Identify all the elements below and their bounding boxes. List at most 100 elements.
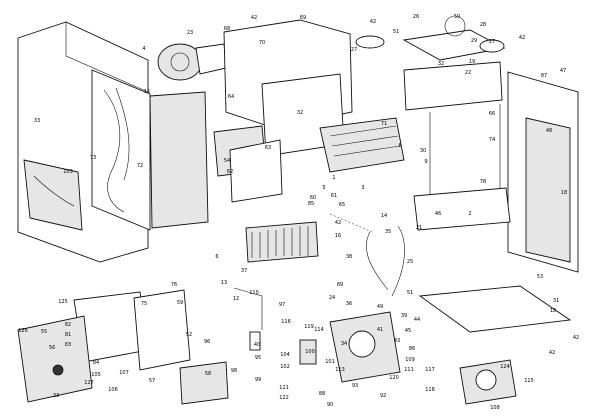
callout-23: 23: [186, 30, 194, 36]
callout-88: 88: [318, 391, 326, 397]
callout-29: 29: [470, 38, 478, 44]
callout-39: 39: [400, 313, 408, 319]
callout-82: 82: [64, 322, 72, 328]
callout-101: 101: [325, 359, 335, 365]
callout-3: 3: [361, 185, 365, 191]
callout-69: 69: [299, 15, 307, 21]
callout-99: 99: [254, 377, 262, 383]
callout-9: 9: [424, 159, 428, 165]
callout-78: 78: [479, 179, 487, 185]
callout-102: 102: [280, 364, 290, 370]
callout-52: 52: [185, 332, 193, 338]
callout-97: 97: [278, 302, 286, 308]
callout-108: 108: [490, 405, 500, 411]
callout-38: 38: [345, 254, 353, 260]
callout-85: 85: [307, 201, 315, 207]
callout-65: 65: [338, 202, 346, 208]
callout-89: 89: [336, 282, 344, 288]
callout-15: 15: [143, 89, 151, 95]
callout-60: 60: [309, 195, 317, 201]
callout-44: 44: [413, 317, 421, 323]
callout-35: 35: [384, 229, 392, 235]
callout-86: 86: [408, 346, 416, 352]
callout-83: 83: [64, 342, 72, 348]
callout-126: 126: [18, 328, 28, 334]
callout-125: 125: [58, 299, 68, 305]
callout-42-top: 42: [250, 15, 258, 21]
callout-26: 26: [412, 14, 420, 20]
callout-51: 51: [392, 29, 400, 35]
callout-74: 74: [488, 137, 496, 143]
callout-49: 49: [376, 304, 384, 310]
callout-47: 47: [559, 68, 567, 74]
callout-114: 114: [314, 327, 324, 333]
callout-118: 118: [425, 387, 435, 393]
callout-5: 5: [322, 185, 326, 191]
callout-14: 14: [380, 213, 388, 219]
callout-32-b: 32: [296, 110, 304, 116]
callout-18: 18: [560, 190, 568, 196]
callout-40: 40: [253, 342, 261, 348]
callout-105: 105: [91, 372, 101, 378]
callout-93: 93: [351, 383, 359, 389]
callout-84: 84: [92, 360, 100, 366]
callout-75: 75: [140, 301, 148, 307]
callout-45: 45: [404, 328, 412, 334]
callout-122: 122: [279, 395, 289, 401]
callout-13: 13: [220, 280, 228, 286]
callout-46: 46: [434, 211, 442, 217]
callout-110: 110: [249, 290, 259, 296]
callout-18-b: 18: [549, 308, 557, 314]
callout-109: 109: [405, 357, 415, 363]
callout-27-a: 27: [350, 47, 358, 53]
callout-64: 64: [227, 94, 235, 100]
callout-50: 50: [453, 14, 461, 20]
callout-92: 92: [379, 393, 387, 399]
callout-22: 22: [464, 70, 472, 76]
callout-30: 30: [419, 148, 427, 154]
callout-53: 53: [536, 274, 544, 280]
callout-117: 117: [425, 367, 435, 373]
callout-90: 90: [326, 402, 334, 408]
callout-120: 120: [389, 375, 399, 381]
callout-76: 76: [170, 282, 178, 288]
callout-71: 71: [380, 121, 388, 127]
callout-34: 34: [340, 341, 348, 347]
callout-36: 36: [345, 301, 353, 307]
callout-106: 106: [108, 387, 118, 393]
callout-41: 41: [376, 327, 384, 333]
callout-100: 100: [305, 349, 315, 355]
callout-2: 2: [468, 211, 472, 217]
callout-61: 61: [330, 193, 338, 199]
callout-96: 96: [203, 339, 211, 345]
callout-24: 24: [328, 295, 336, 301]
callout-48: 48: [545, 128, 553, 134]
callout-42-d: 42: [334, 220, 342, 226]
callout-121: 121: [279, 385, 289, 391]
callout-16: 16: [334, 233, 342, 239]
callout-62: 62: [226, 169, 234, 175]
callout-42-f: 42: [548, 350, 556, 356]
callout-33: 33: [33, 118, 41, 124]
callout-111: 111: [404, 367, 414, 373]
callout-107: 107: [119, 370, 129, 376]
callout-119: 119: [304, 324, 314, 330]
callout-42-e: 42: [572, 335, 580, 341]
callout-33-b: 33: [52, 393, 60, 399]
callout-6: 6: [215, 254, 219, 260]
callout-103: 103: [63, 169, 73, 175]
callout-73: 73: [89, 155, 97, 161]
callout-27-b: 27: [488, 39, 496, 45]
callout-116: 116: [281, 319, 291, 325]
callout-37: 37: [240, 268, 248, 274]
callout-98: 98: [230, 368, 238, 374]
callout-43: 43: [393, 338, 401, 344]
callout-42-b: 42: [369, 19, 377, 25]
callout-31: 31: [552, 298, 560, 304]
callout-115: 115: [524, 378, 534, 384]
callout-28: 28: [479, 22, 487, 28]
callout-25: 25: [406, 259, 414, 265]
callout-1: 1: [332, 175, 336, 181]
